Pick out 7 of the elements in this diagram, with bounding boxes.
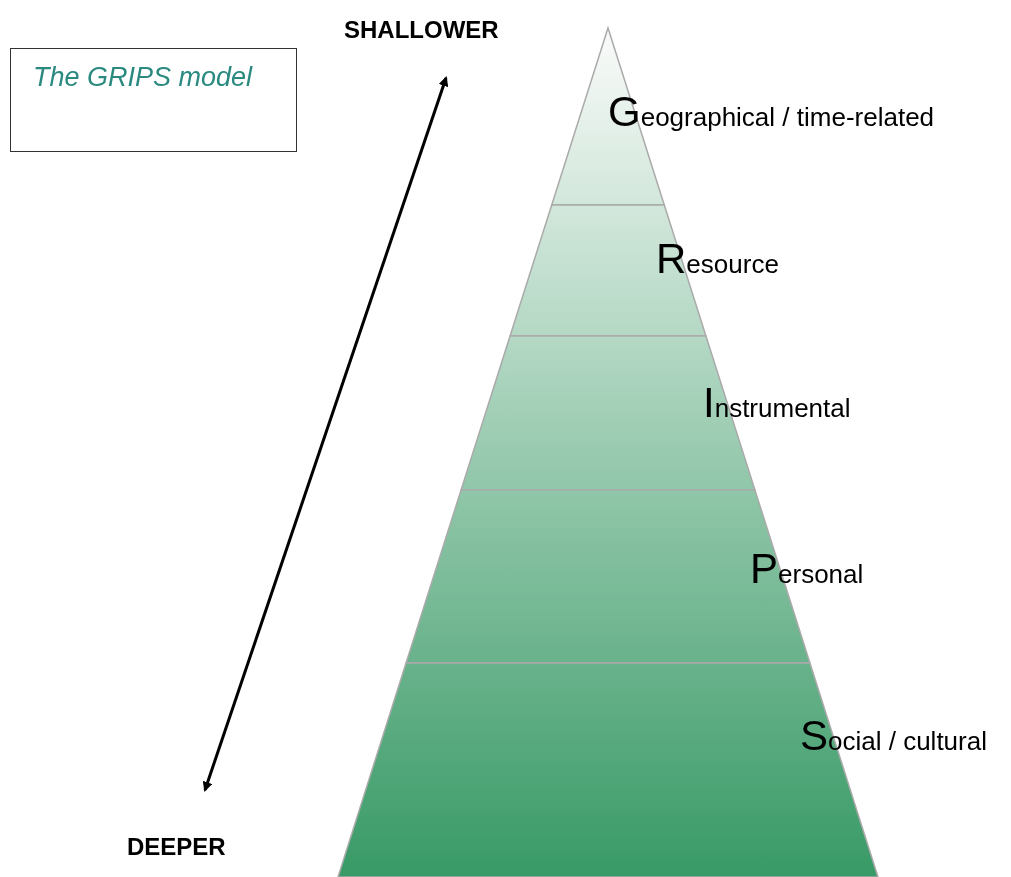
level-label: Personal xyxy=(750,545,864,593)
depth-label: SHALLOWER xyxy=(344,16,499,44)
level-label: Geographical / time-related xyxy=(608,88,935,136)
level-label: Instrumental xyxy=(703,379,851,427)
depth-label: DEEPER xyxy=(127,833,226,861)
title-box: The GRIPS model xyxy=(10,48,297,152)
level-label: Resource xyxy=(656,235,779,283)
